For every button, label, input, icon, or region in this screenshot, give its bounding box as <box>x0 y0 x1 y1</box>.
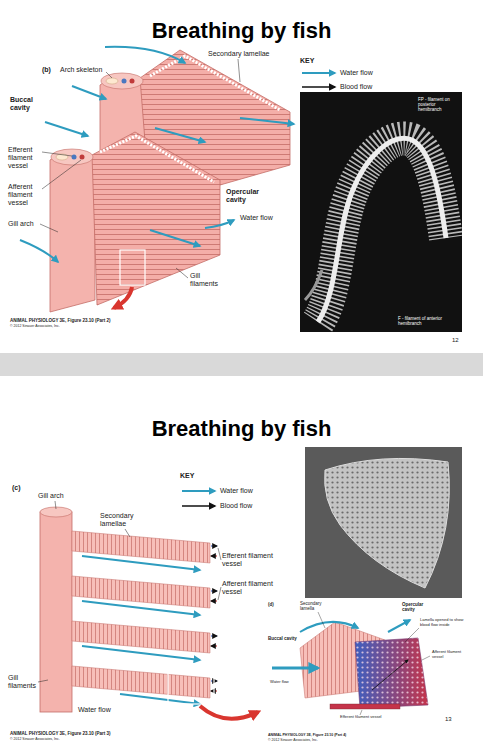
page-number: 12 <box>452 337 459 344</box>
slide-title: Breathing by fish <box>0 416 483 441</box>
part-label: Lamella opened to show blood flow inside <box>420 618 468 627</box>
legend-text: Water flow <box>220 487 253 495</box>
part-label: Secondary lamella <box>300 601 334 611</box>
part-label: Opercular cavity <box>402 602 436 612</box>
panel-letter: (d) <box>268 602 274 607</box>
copyright: © 2012 Sinauer Associates, Inc. <box>268 738 318 742</box>
part-label: Gill filaments <box>190 272 224 288</box>
figure-credit: ANIMAL PHYSIOLOGY 3E, Figure 23.10 (Part… <box>10 318 111 323</box>
part-label: Afferent filament vessel <box>8 183 42 207</box>
part-label: Efferent filament vessel <box>222 552 284 568</box>
flow-label: Water flow <box>240 214 273 222</box>
panel-letter: (b) <box>42 66 51 74</box>
part-label: Buccal cavity <box>10 96 42 112</box>
panel-letter: (c) <box>12 484 21 492</box>
photo-label: F - filament of anterior hemibranch <box>398 316 460 326</box>
photo-label: FP - filament on posterior hemibranch <box>418 97 460 113</box>
part-label: Efferent filament vessel <box>340 715 382 720</box>
slide-title: Breathing by fish <box>0 18 483 43</box>
part-label: Afferent filament vessel <box>432 650 468 659</box>
part-label: Afferent filament vessel <box>222 580 284 596</box>
part-label: Opercular cavity <box>226 188 268 204</box>
key-heading: KEY <box>300 57 314 65</box>
part-label: Efferent filament vessel <box>8 146 42 170</box>
legend-text: Water flow <box>340 69 373 77</box>
legend-text: Blood flow <box>220 502 252 510</box>
part-label: Secondary lamellae <box>208 50 269 58</box>
part-label: Gill filaments <box>8 674 38 690</box>
flow-label: Water flow <box>270 680 289 685</box>
key-heading: KEY <box>180 472 194 480</box>
part-label: Gill arch <box>38 492 64 500</box>
part-label: Gill arch <box>8 220 34 228</box>
part-label: Buccal cavity <box>268 636 297 641</box>
figure-credit: ANIMAL PHYSIOLOGY 3E, Figure 23.10 (Part… <box>268 733 346 737</box>
flow-label: Water flow <box>78 706 111 714</box>
part-label: Arch skeleton <box>60 66 102 74</box>
part-label: Secondary lamellae <box>100 512 144 528</box>
figure-credit: ANIMAL PHYSIOLOGY 3E, Figure 23.10 (Part… <box>10 731 111 736</box>
page-number: 13 <box>445 716 452 723</box>
copyright: © 2012 Sinauer Associates, Inc. <box>10 324 60 328</box>
legend-text: Blood flow <box>340 83 372 91</box>
copyright: © 2012 Sinauer Associates, Inc. <box>10 737 60 741</box>
